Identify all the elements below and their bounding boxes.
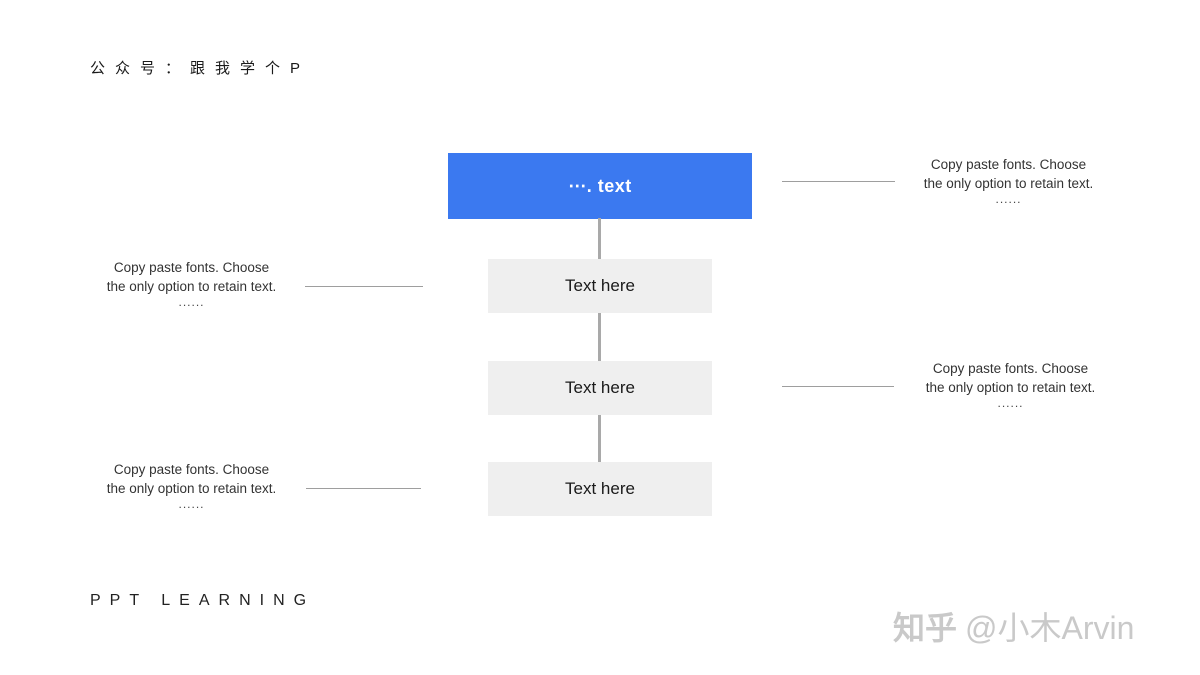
diagram-box-1-label: Text here	[565, 276, 635, 295]
diagram-box-3-label: Text here	[565, 479, 635, 498]
zhihu-watermark: 知乎@小木Arvin	[893, 603, 1134, 649]
annotation-right-bottom-line2: the only option to retain text.	[925, 379, 1096, 395]
annotation-right-top-dots: ......	[995, 192, 1022, 206]
diagram-box-2-label: Text here	[565, 378, 635, 397]
diagram-root-label: ⋯. text	[568, 175, 632, 196]
leader-line-right-top	[782, 181, 895, 182]
watermark-handle: @小木Arvin	[965, 610, 1135, 646]
annotation-left-bottom: Copy paste fonts. Choose the only option…	[84, 461, 299, 510]
slide-header-title: 公众号：跟我学个P	[90, 60, 311, 77]
slide-footer-text: PPT LEARNING	[90, 592, 316, 609]
leader-line-left-top	[305, 286, 423, 287]
diagram-box-1[interactable]: Text here	[488, 259, 712, 313]
annotation-left-bottom-line1: Copy paste fonts. Choose	[113, 462, 270, 477]
annotation-left-bottom-line2: the only option to retain text.	[106, 480, 277, 496]
connector-line-2	[598, 313, 601, 361]
diagram-box-2[interactable]: Text here	[488, 361, 712, 415]
annotation-left-bottom-dots: ......	[178, 497, 205, 511]
annotation-right-top-line2: the only option to retain text.	[923, 175, 1094, 191]
annotation-left-top-line1: Copy paste fonts. Choose	[113, 260, 270, 275]
annotation-left-top-dots: ......	[178, 295, 205, 309]
annotation-right-top: Copy paste fonts. Choose the only option…	[901, 156, 1116, 205]
annotation-right-bottom-dots: ......	[997, 396, 1024, 410]
zhihu-brand-logo: 知乎	[893, 610, 958, 646]
leader-line-left-bottom	[306, 488, 421, 489]
annotation-right-bottom-line1: Copy paste fonts. Choose	[932, 361, 1089, 376]
diagram-root-box[interactable]: ⋯. text	[448, 153, 752, 219]
annotation-left-top: Copy paste fonts. Choose the only option…	[84, 259, 299, 308]
annotation-right-top-line1: Copy paste fonts. Choose	[930, 157, 1087, 172]
connector-line-3	[598, 415, 601, 462]
leader-line-right-bottom	[782, 386, 894, 387]
diagram-box-3[interactable]: Text here	[488, 462, 712, 516]
annotation-left-top-line2: the only option to retain text.	[106, 278, 277, 294]
annotation-right-bottom: Copy paste fonts. Choose the only option…	[903, 360, 1118, 409]
connector-line-1	[598, 218, 601, 259]
